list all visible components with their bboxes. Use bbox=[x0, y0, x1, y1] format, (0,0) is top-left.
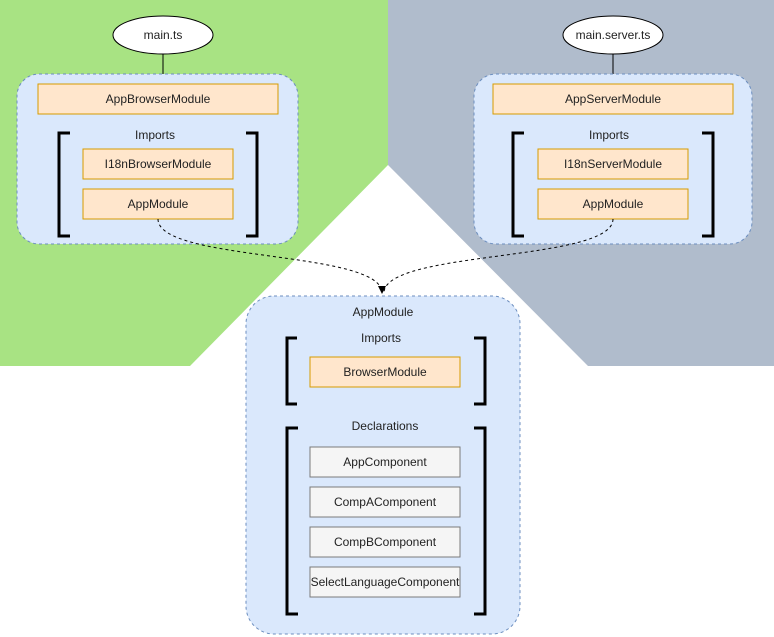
browser-module-box bbox=[309, 356, 461, 388]
app-module-imports-label: Imports bbox=[361, 331, 401, 345]
app-module-title: AppModule bbox=[353, 305, 414, 319]
app-server-module-label: AppServerModule bbox=[565, 92, 661, 106]
browser-imports-right-bracket bbox=[246, 131, 259, 238]
browser-module-label: BrowserModule bbox=[343, 365, 427, 379]
comp-b-component-label: CompBComponent bbox=[334, 535, 437, 549]
main-ts-label: main.ts bbox=[144, 28, 183, 42]
browser-app-module-box bbox=[82, 188, 234, 220]
app-component-box bbox=[309, 446, 461, 478]
declarations-left-bracket bbox=[285, 426, 298, 616]
app-server-module-box bbox=[492, 83, 734, 115]
comp-b-component-box bbox=[309, 526, 461, 558]
server-imports-label: Imports bbox=[589, 128, 629, 142]
i18n-server-module-label: I18nServerModule bbox=[564, 157, 662, 171]
i18n-browser-module-label: I18nBrowserModule bbox=[105, 157, 212, 171]
browser-to-appmodule-connector bbox=[157, 218, 386, 294]
server-app-module-label: AppModule bbox=[583, 197, 644, 211]
app-browser-module-label: AppBrowserModule bbox=[106, 92, 211, 106]
declarations-label: Declarations bbox=[352, 419, 419, 433]
comp-a-component-box bbox=[309, 486, 461, 518]
app-module-imports-right-bracket bbox=[474, 336, 487, 406]
server-to-appmodule-connector bbox=[383, 218, 614, 294]
server-imports-right-bracket bbox=[702, 131, 715, 238]
select-language-component-label: SelectLanguageComponent bbox=[311, 575, 460, 589]
app-component-label: AppComponent bbox=[343, 455, 427, 469]
browser-imports-left-bracket bbox=[57, 131, 70, 238]
i18n-browser-module-box bbox=[82, 148, 234, 180]
browser-imports-label: Imports bbox=[135, 128, 175, 142]
comp-a-component-label: CompAComponent bbox=[334, 495, 437, 509]
i18n-server-module-box bbox=[537, 148, 689, 180]
app-module-imports-left-bracket bbox=[285, 336, 297, 406]
select-language-component-box bbox=[309, 566, 461, 598]
app-browser-module-box bbox=[37, 83, 279, 115]
main-server-ts-label: main.server.ts bbox=[576, 28, 651, 42]
server-imports-left-bracket bbox=[511, 131, 524, 238]
browser-app-module-label: AppModule bbox=[128, 197, 189, 211]
declarations-right-bracket bbox=[474, 426, 487, 616]
